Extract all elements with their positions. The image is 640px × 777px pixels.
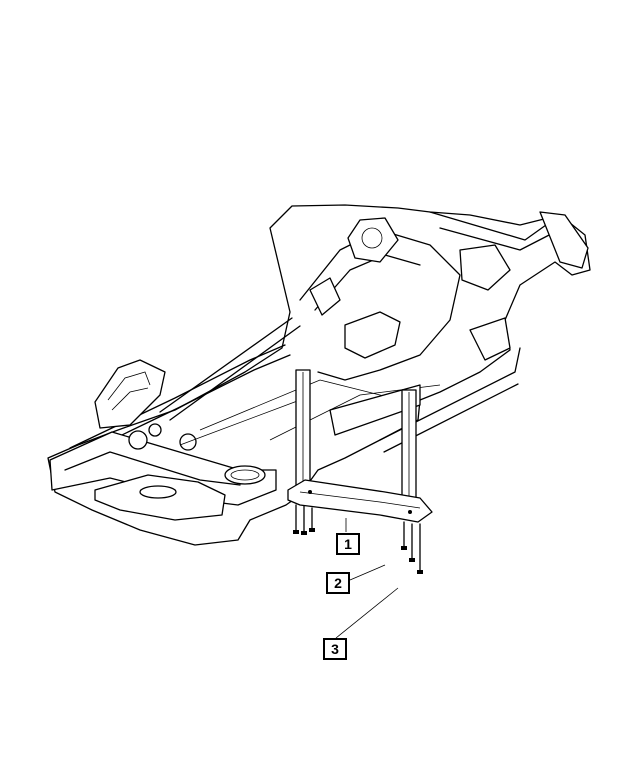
brace-posts: [295, 369, 417, 509]
callout-3: 3: [323, 638, 347, 660]
leader-lines: [335, 518, 399, 639]
callout-1: 1: [336, 533, 360, 555]
underbody-frame: [47, 204, 591, 546]
callout-2: 2: [326, 572, 350, 594]
callout-3-label: 3: [331, 641, 339, 657]
callout-2-label: 2: [334, 575, 342, 591]
crossmember-brace: [287, 479, 433, 523]
bolts: [293, 504, 423, 574]
callout-1-label: 1: [344, 536, 352, 552]
